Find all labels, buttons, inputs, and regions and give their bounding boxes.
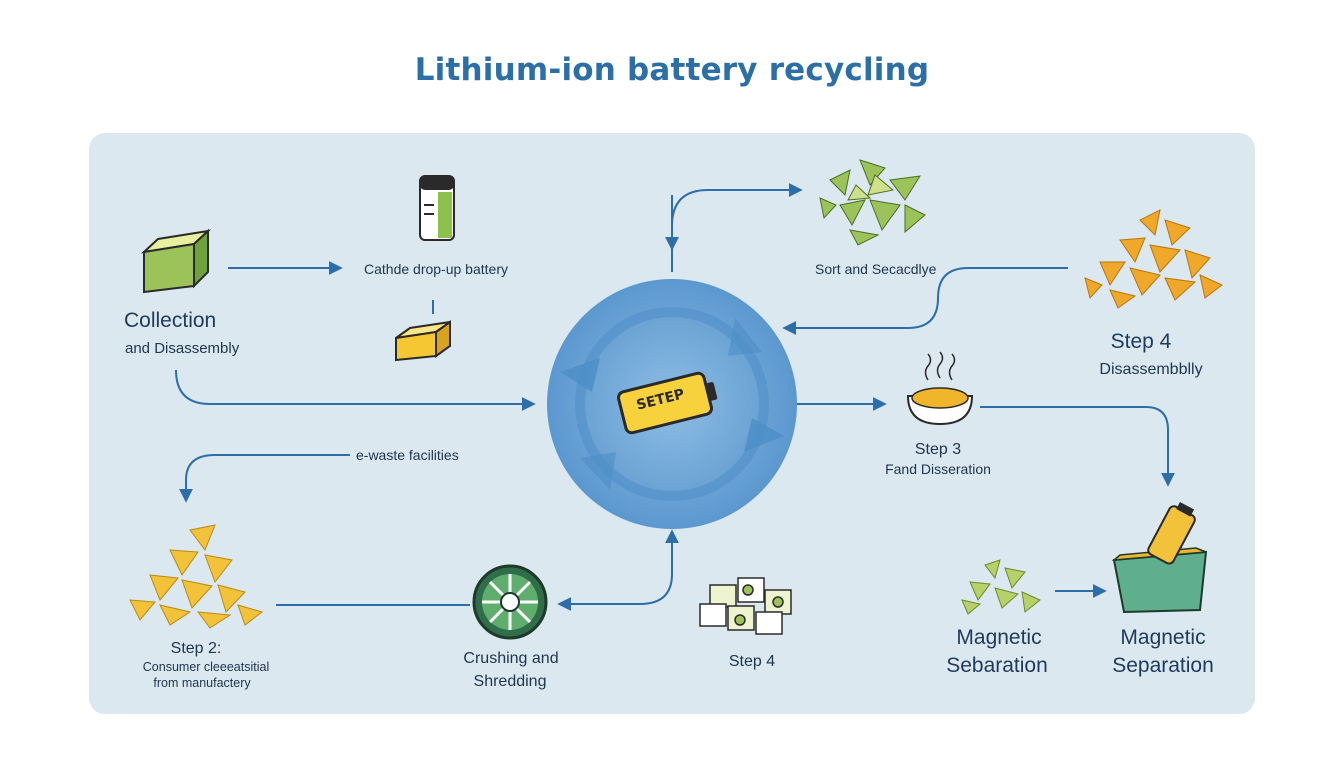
center-cycle — [547, 279, 797, 529]
crushing-wheel-icon — [472, 564, 548, 640]
step2-sub1-label: Consumer cleeeatsitial — [142, 660, 270, 674]
arrow-ewaste-down — [179, 454, 350, 503]
magnetic1-line2: Sebaration — [946, 654, 1048, 677]
cylinder-battery-icon — [419, 175, 455, 241]
cathode-label: Cathde drop-up battery — [364, 261, 508, 277]
gold-pile-icon — [129, 524, 264, 629]
crushing-label-line2: Shredding — [473, 673, 547, 690]
bowl-icon — [906, 351, 974, 426]
page-title: Lithium-ion battery recycling — [414, 52, 930, 88]
step2-label: Step 2: — [170, 640, 222, 657]
cubes-icon — [699, 577, 792, 635]
ewaste-label: e-waste facilities — [356, 447, 459, 463]
step4-top-sub-label: Disassembblly — [1099, 361, 1203, 378]
bin-icon — [1111, 501, 1208, 614]
collection-sub-label: and Disassembly — [125, 340, 240, 357]
flow-arrows — [175, 183, 1175, 611]
magnetic1-line1: Magnetic — [956, 626, 1042, 649]
step4-top-label: Step 4 — [1110, 330, 1172, 353]
small-green-pile-icon — [961, 559, 1041, 615]
step3-sub-label: Fand Disseration — [885, 461, 991, 477]
step2-sub2-label: from manufactery — [153, 676, 251, 690]
sort-label: Sort and Secacdlye — [815, 261, 937, 277]
magnetic2-line2: Separation — [1112, 654, 1214, 677]
arrow-collection-to-center — [175, 369, 536, 411]
arrow-right-to-center — [782, 267, 1068, 335]
battery-icon — [616, 371, 718, 435]
arrow-up-to-center — [639, 529, 679, 605]
arrow-center-to-sort — [671, 183, 803, 272]
step4-bottom-label: Step 4 — [728, 653, 776, 670]
yellow-block-icon — [395, 320, 451, 362]
step3-label: Step 3 — [914, 441, 962, 458]
collection-label: Collection — [124, 309, 217, 332]
green-shards-icon — [819, 159, 926, 246]
arrow-step3-to-bin — [980, 406, 1175, 487]
magnetic2-line1: Magnetic — [1120, 626, 1206, 649]
crushing-label-line1: Crushing and — [463, 650, 559, 667]
orange-pile-icon — [1084, 209, 1223, 309]
collection-box-icon — [140, 228, 212, 294]
